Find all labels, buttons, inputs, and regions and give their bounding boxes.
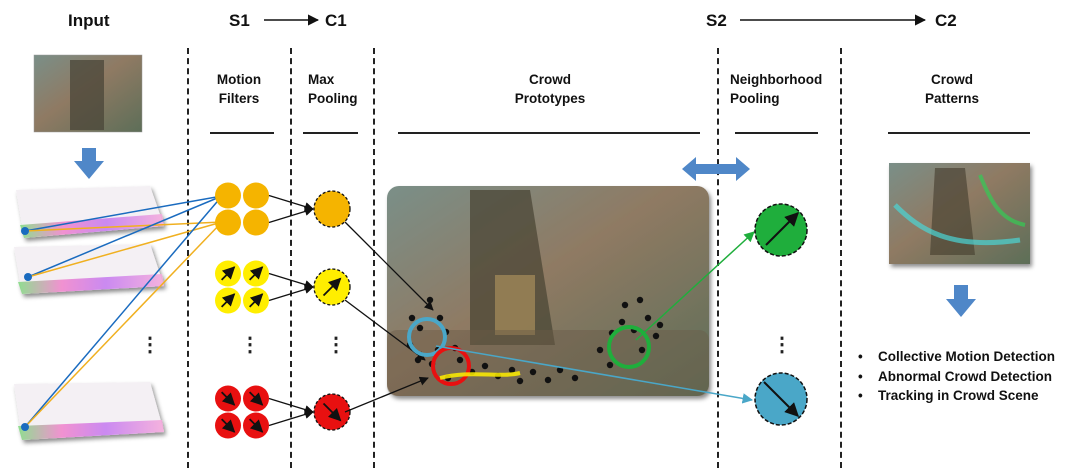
filter-to-pooling-arrows	[268, 194, 314, 224]
filter-group-orange	[215, 182, 269, 236]
rule-crowd-prototypes	[398, 132, 700, 134]
separator-3	[373, 48, 375, 468]
input-connections	[24, 195, 223, 428]
separator-5	[840, 48, 842, 468]
prototype-green-circle	[607, 325, 651, 369]
neighborhood-unit-teal	[754, 372, 808, 426]
filter-direction-arrow	[248, 293, 264, 308]
prototype-yellow-track	[439, 371, 521, 380]
prototype-point	[644, 314, 652, 322]
filter-group-red	[215, 385, 269, 439]
header-c1: C1	[325, 11, 347, 30]
motion-field-card-1	[16, 186, 164, 238]
crowd-patterns-image	[889, 163, 1030, 264]
c1-to-prototype-arrows	[344, 221, 434, 413]
filter-direction-arrow	[220, 266, 236, 281]
prototype-point	[416, 324, 424, 332]
prototype-point	[408, 314, 416, 322]
prototype-point	[436, 314, 444, 322]
prototype-point	[456, 356, 464, 364]
input-frame-thumbnail	[33, 54, 143, 133]
motion-field-card-n	[14, 382, 164, 440]
prototype-point	[621, 301, 629, 309]
prototype-point	[618, 318, 626, 326]
prototype-point	[638, 346, 646, 354]
to-teal-unit-arrow	[435, 345, 754, 404]
input-point-n	[21, 423, 29, 431]
patterns-down-arrow	[946, 285, 976, 317]
filter-direction-arrow	[248, 391, 264, 406]
rule-max-pooling	[303, 132, 358, 134]
filter-direction-arrow	[248, 418, 264, 433]
prototype-point	[529, 368, 537, 376]
rule-crowd-patterns	[888, 132, 1030, 134]
filter-unit	[215, 182, 241, 209]
filter-to-pooling-arrows	[268, 272, 314, 302]
max-pooling-units	[268, 190, 351, 431]
prototype-point	[556, 366, 564, 374]
header-s1: S1	[229, 11, 250, 30]
application-item: •Abnormal Crowd Detection	[858, 368, 1053, 384]
to-green-unit-arrow	[635, 231, 755, 341]
separator-4	[717, 48, 719, 468]
input-point-2	[24, 273, 32, 281]
filter-group-yellow	[215, 260, 269, 314]
filter-direction-arrow	[248, 266, 264, 281]
input-down-arrow	[74, 148, 104, 179]
application-item: •Collective Motion Detection	[858, 349, 1056, 364]
pooling-direction-arrow	[322, 402, 342, 422]
max-pooling-unit-red	[313, 393, 351, 431]
pooling-direction-arrow	[322, 277, 342, 297]
prototype-point	[656, 321, 664, 329]
prototype-point	[516, 377, 524, 385]
header-s2: S2	[706, 11, 727, 30]
max-pooling-unit-yellow	[313, 268, 351, 306]
ellipsis-input: ⋮	[140, 334, 160, 356]
prototype-point	[571, 374, 579, 382]
prototype-point	[481, 362, 489, 370]
filter-unit	[215, 209, 241, 236]
filter-direction-arrow	[220, 418, 236, 433]
motion-field-card-2	[14, 244, 164, 294]
rule-motion-filters	[210, 132, 274, 134]
prototype-point	[414, 356, 422, 364]
max-pooling-unit-orange	[313, 190, 351, 228]
rule-neighborhood-pooling	[735, 132, 818, 134]
prototype-point	[596, 346, 604, 354]
filter-direction-arrow	[220, 391, 236, 406]
motion-filter-groups	[215, 182, 269, 439]
prototype-teal-circle	[407, 317, 447, 357]
input-point-1	[21, 227, 29, 235]
ellipsis-max-pooling: ⋮	[326, 334, 346, 356]
header-c2: C2	[935, 11, 957, 30]
neighborhood-double-arrow	[682, 157, 750, 181]
prototype-point	[426, 296, 434, 304]
applications-list: •Collective Motion Detection •Abnormal C…	[858, 347, 1055, 406]
filter-to-pooling-arrows	[268, 397, 314, 427]
application-item: •Tracking in Crowd Scene	[858, 388, 1039, 403]
filter-unit	[243, 182, 269, 209]
header-input: Input	[68, 11, 110, 30]
ellipsis-neighborhood: ⋮	[772, 334, 792, 356]
filter-unit	[243, 209, 269, 236]
prototype-point	[508, 366, 516, 374]
pooling-circle	[313, 190, 351, 228]
separator-2	[290, 48, 292, 468]
prototype-point	[652, 332, 660, 340]
neighborhood-unit-green	[754, 203, 808, 257]
prototype-point	[606, 361, 614, 369]
prototype-point	[544, 376, 552, 384]
filter-direction-arrow	[220, 293, 236, 308]
prototype-point	[636, 296, 644, 304]
ellipsis-motion-filters: ⋮	[240, 334, 260, 356]
